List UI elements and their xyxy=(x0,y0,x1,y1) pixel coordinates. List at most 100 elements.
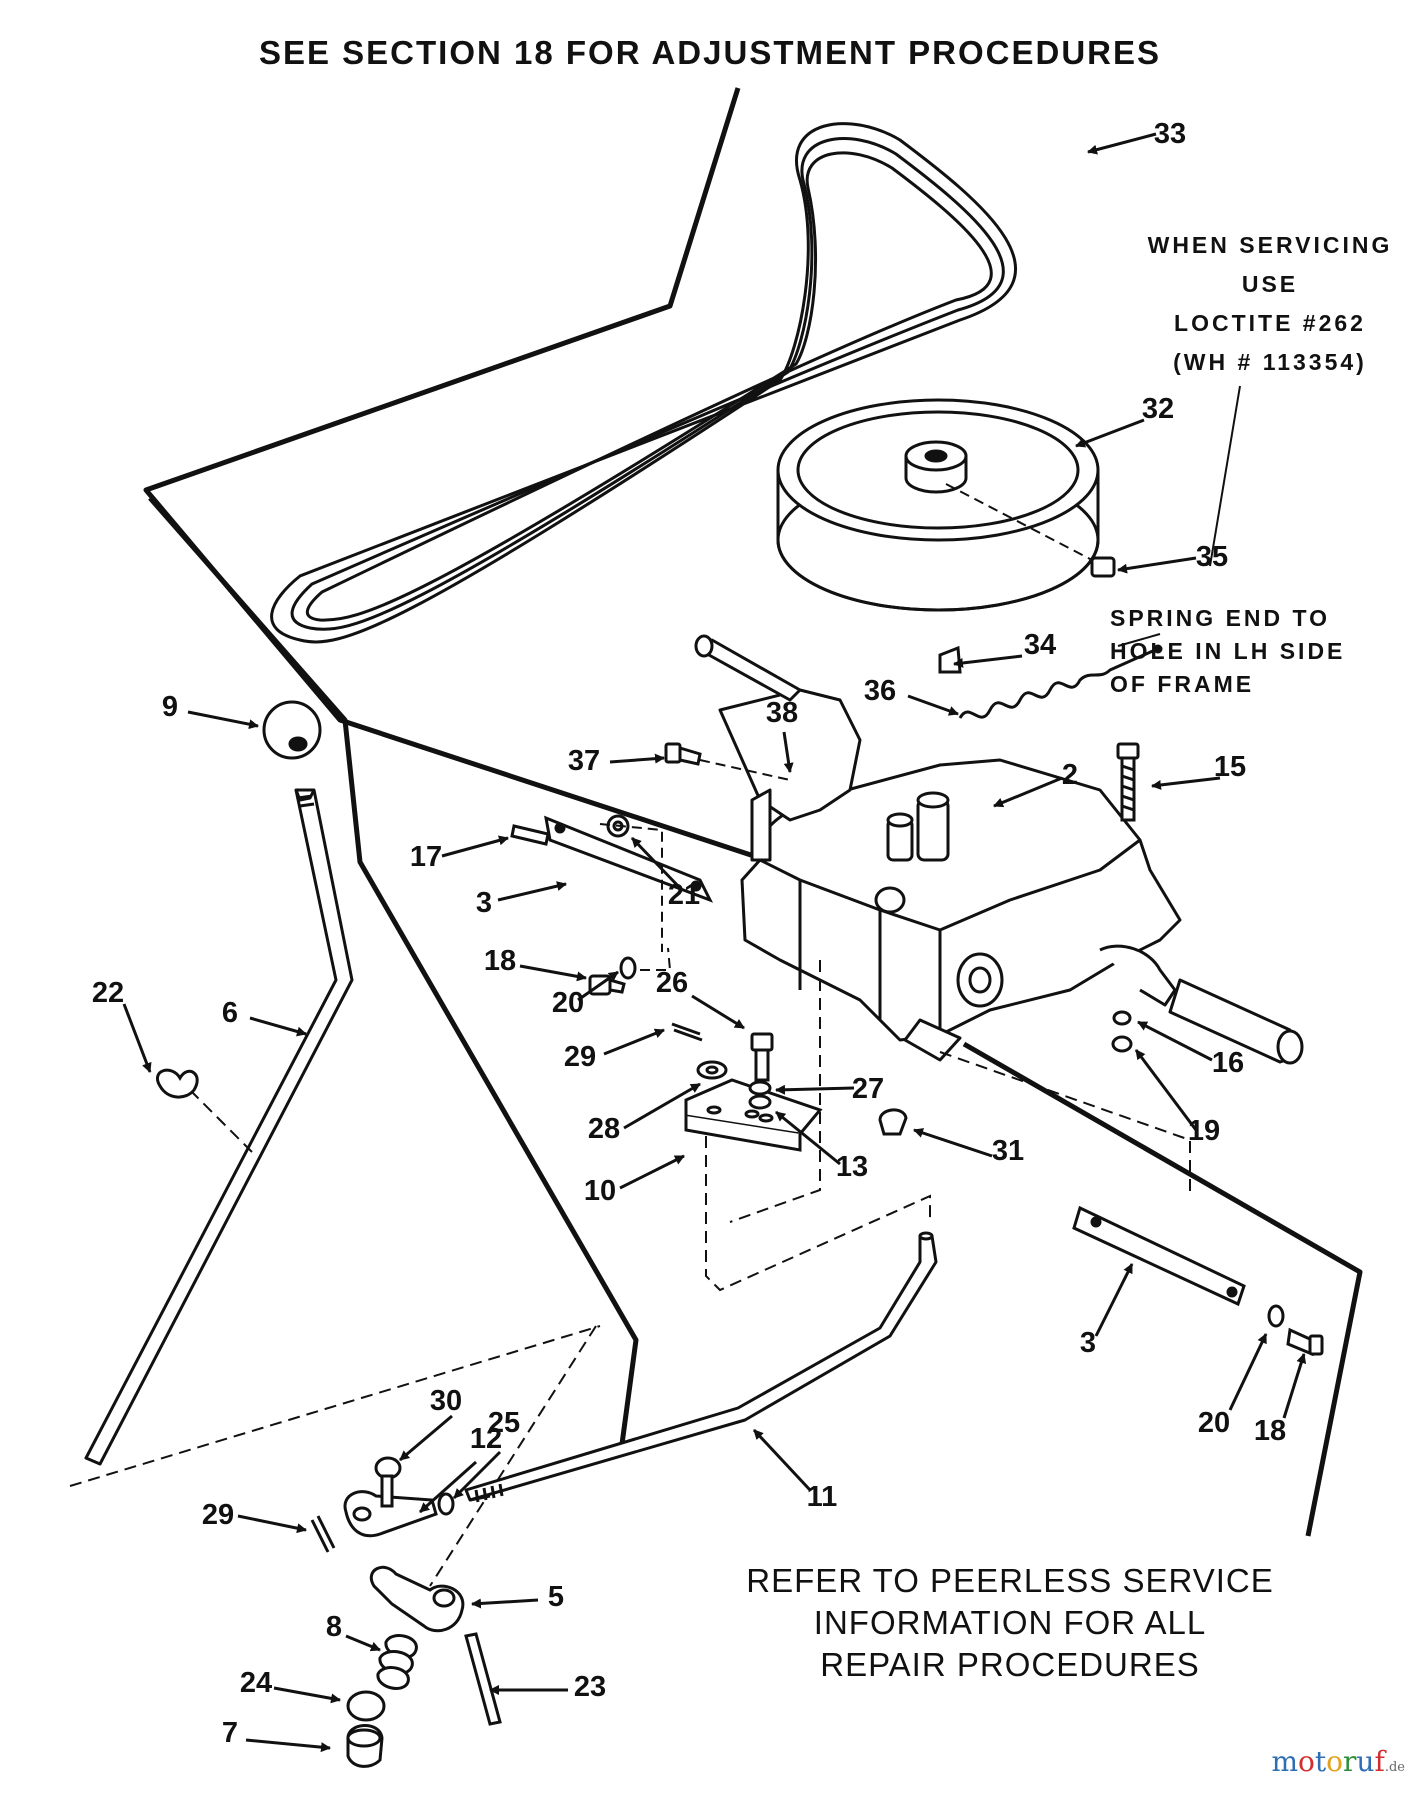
bolt-18b xyxy=(1286,1327,1324,1357)
cap-7 xyxy=(346,1724,384,1768)
part-callout-c10: 10 xyxy=(584,1175,616,1207)
callout-arrow xyxy=(953,654,1023,668)
part-callout-c32: 32 xyxy=(1142,393,1174,425)
callout-arrow xyxy=(1134,1049,1198,1131)
part-callout-c23: 23 xyxy=(574,1671,606,1703)
leader-line xyxy=(1209,385,1241,567)
part-callout-c18a: 18 xyxy=(484,945,516,977)
part-callout-c20a: 20 xyxy=(552,987,584,1019)
shift-link-upper xyxy=(544,815,714,903)
bolt-26 xyxy=(750,1032,774,1082)
pin-30 xyxy=(374,1456,402,1508)
callout-arrow xyxy=(775,1084,855,1095)
logo-letter: f xyxy=(1374,1745,1385,1778)
part-callout-c9: 9 xyxy=(162,691,178,723)
callout-arrow xyxy=(1282,1353,1307,1419)
washer-28 xyxy=(696,1060,728,1080)
part-callout-c34: 34 xyxy=(1024,629,1056,661)
part-callout-c3a: 3 xyxy=(476,887,492,919)
callout-arrow xyxy=(452,1450,502,1500)
callout-arrow xyxy=(1075,418,1145,448)
pulley xyxy=(776,398,1100,612)
washer-24 xyxy=(346,1690,386,1722)
callout-arrow xyxy=(630,836,682,890)
logo-letter: o xyxy=(1298,1745,1315,1778)
callout-arrow xyxy=(441,835,509,858)
loctite-note-line: (WH # 113354) xyxy=(1173,349,1367,375)
washer-20b xyxy=(1267,1304,1285,1328)
part-callout-c25: 25 xyxy=(488,1407,520,1439)
part-callout-c17: 17 xyxy=(410,841,442,873)
leader-dashed xyxy=(945,483,1093,561)
part-callout-c8: 8 xyxy=(326,1611,342,1643)
nut-25 xyxy=(437,1492,455,1516)
callout-arrow xyxy=(249,1016,307,1037)
callout-arrow xyxy=(245,1738,331,1753)
peerless-service-note: REFER TO PEERLESS SERVICE INFORMATION FO… xyxy=(680,1560,1340,1686)
callout-arrow xyxy=(345,1634,381,1652)
callout-arrow xyxy=(1117,556,1197,574)
leader-dashed xyxy=(189,1089,253,1153)
part-callout-c21: 21 xyxy=(668,879,700,911)
peerless-note-line: REPAIR PROCEDURES xyxy=(820,1646,1200,1683)
callout-arrow xyxy=(913,1128,993,1158)
frame-outline xyxy=(143,87,1363,1537)
callout-arrow xyxy=(519,964,587,982)
logo-letter: r xyxy=(1343,1745,1357,1778)
callout-arrow xyxy=(1228,1333,1268,1411)
callout-arrow xyxy=(1094,1263,1134,1337)
guide-lines-dashed xyxy=(69,960,1191,1587)
part-callout-c37: 37 xyxy=(568,745,600,777)
callout-arrow xyxy=(603,1028,665,1056)
bolt-37 xyxy=(664,742,702,766)
callout-arrow xyxy=(691,994,745,1030)
link-rod xyxy=(464,1231,938,1503)
adjustment-header: SEE SECTION 18 FOR ADJUSTMENT PROCEDURES xyxy=(258,34,1162,71)
part-callout-c22: 22 xyxy=(92,977,124,1009)
part-callout-c5: 5 xyxy=(548,1581,564,1613)
pin-23 xyxy=(464,1632,502,1726)
callout-arrow xyxy=(497,881,567,902)
part-callout-c28: 28 xyxy=(588,1113,620,1145)
part-callout-c38: 38 xyxy=(766,697,798,729)
part-callout-c35: 35 xyxy=(1196,541,1228,573)
logo-tld: .de xyxy=(1384,1760,1405,1775)
part-callout-c36: 36 xyxy=(864,675,896,707)
motoruf-watermark-logo: motoruf.de xyxy=(1271,1745,1405,1778)
logo-letter: o xyxy=(1326,1745,1344,1778)
callout-arrow xyxy=(775,1110,841,1166)
washer-nut-16-19 xyxy=(1111,1010,1133,1053)
spring-note: SPRING END TO HOLE IN LH SIDE OF FRAME xyxy=(1110,602,1400,701)
callout-arrow xyxy=(609,753,665,764)
callout-arrow xyxy=(577,970,619,1002)
part-callout-c29b: 29 xyxy=(202,1499,234,1531)
clip-31 xyxy=(878,1108,908,1136)
part-callout-c26: 26 xyxy=(656,967,688,999)
callout-arrow xyxy=(619,1154,685,1190)
logo-letter: m xyxy=(1271,1745,1299,1778)
part-callout-c18b: 18 xyxy=(1254,1415,1286,1447)
callout-arrow xyxy=(237,1514,307,1534)
cotter-29b xyxy=(310,1515,336,1553)
part-callout-c3b: 3 xyxy=(1080,1327,1096,1359)
bolt-17 xyxy=(510,824,550,846)
callout-arrow xyxy=(187,710,259,730)
spring-note-line: OF FRAME xyxy=(1110,671,1255,697)
part-callout-c7: 7 xyxy=(222,1717,238,1749)
part-callout-c24: 24 xyxy=(240,1667,272,1699)
logo-letter: t xyxy=(1314,1745,1327,1778)
callout-arrow xyxy=(782,731,794,773)
callout-arrow xyxy=(471,1598,539,1609)
clevis-12 xyxy=(343,1490,438,1538)
callout-arrow xyxy=(273,1686,341,1704)
loctite-note-line: LOCTITE #262 xyxy=(1174,310,1366,336)
peerless-note-line: INFORMATION FOR ALL xyxy=(813,1604,1207,1641)
loctite-note: WHEN SERVICING USE LOCTITE #262 (WH # 11… xyxy=(1120,226,1420,382)
lever-arm-5 xyxy=(370,1565,465,1633)
logo-letter: u xyxy=(1356,1745,1375,1778)
spring xyxy=(958,644,1163,719)
part-callout-c29a: 29 xyxy=(564,1041,596,1073)
callout-arrow xyxy=(1137,1020,1213,1062)
